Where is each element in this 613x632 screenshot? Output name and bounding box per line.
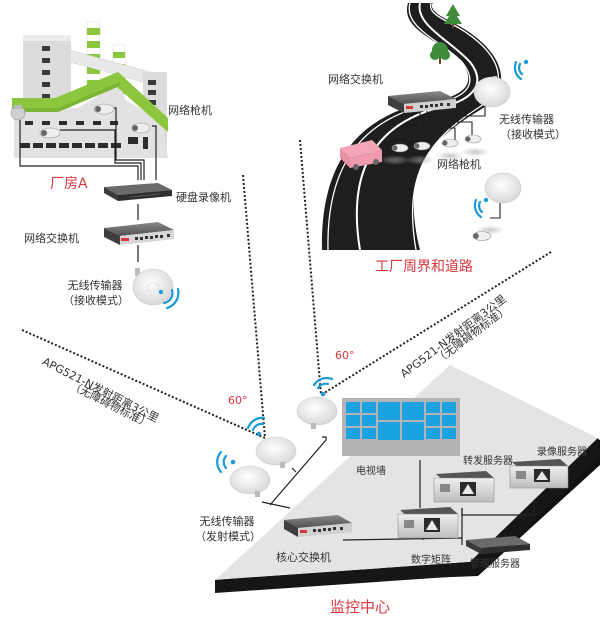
camera-shadow <box>460 147 490 157</box>
perimeter-road <box>321 2 502 251</box>
transmitter-dish <box>255 436 297 468</box>
core-network-switch <box>284 515 352 537</box>
perimeter-wireless-mode: （接收模式） <box>500 128 566 141</box>
factory-camera-label: 网络枪机 <box>168 104 212 117</box>
forward-server-label: 转发服务器 <box>463 456 513 467</box>
digital-matrix <box>397 507 459 539</box>
factory-bullet-camera <box>39 127 61 139</box>
right-link-angle: 60° <box>335 349 355 362</box>
camera-shadow <box>435 151 465 161</box>
record-server <box>509 459 569 489</box>
transmitter-mode: （发射模式） <box>195 530 261 543</box>
wifi-signal-icon <box>216 450 236 474</box>
factory-wireless-receiver <box>132 268 174 306</box>
perimeter-wireless-receiver <box>473 76 511 108</box>
perimeter-bullet-camera <box>441 138 459 148</box>
forward-server <box>433 471 495 503</box>
monitoring-center-title: 监控中心 <box>330 598 391 616</box>
perimeter-network-switch <box>388 91 456 113</box>
wifi-signal-icon <box>312 376 334 397</box>
tv-wall-screens <box>346 402 456 440</box>
truck-icon <box>340 140 382 170</box>
perimeter-wireless-receiver <box>484 172 522 204</box>
record-server-label: 录像服务器 <box>537 447 587 458</box>
transmitter-dish <box>296 396 338 429</box>
nvr-device <box>104 183 172 201</box>
perimeter-switch-label: 网络交换机 <box>328 73 383 86</box>
factory-network-switch <box>104 222 174 245</box>
factory-a-building <box>12 21 168 158</box>
camera-shadow <box>405 155 435 165</box>
core-switch-label: 核心交换机 <box>276 551 331 564</box>
wifi-signal-icon <box>513 59 529 81</box>
factory-wireless-label: 无线传输器 <box>67 279 123 292</box>
tv-wall-label: 电视墙 <box>356 466 386 477</box>
factory-dome-camera <box>10 105 26 121</box>
perimeter-wireless-label: 无线传输器 <box>499 113 554 126</box>
perimeter-bullet-camera <box>413 141 431 151</box>
perimeter-bullet-camera <box>472 231 492 241</box>
factory-cables <box>19 107 157 262</box>
transmitter-cables <box>261 436 327 509</box>
perimeter-title: 工厂周界和道路 <box>375 259 473 275</box>
perimeter-camera-label: 网络枪机 <box>437 158 481 171</box>
factory-bullet-camera <box>93 103 115 115</box>
digital-matrix-label: 数字矩阵 <box>411 555 451 566</box>
perimeter-bullet-camera <box>391 143 409 153</box>
factory-wireless-mode: （接收模式） <box>63 294 129 307</box>
transmitter-label: 无线传输器 <box>199 515 255 528</box>
wifi-signal-icon <box>158 287 180 310</box>
factory-bullet-camera <box>131 122 151 134</box>
wifi-signal-icon <box>473 197 489 219</box>
left-link-angle: 60° <box>228 394 248 407</box>
camera-shadow <box>380 155 410 165</box>
center-cables <box>342 460 535 545</box>
tv-wall <box>342 398 460 456</box>
tree-icon <box>430 42 450 64</box>
perimeter-bullet-camera <box>464 134 482 144</box>
management-server <box>466 536 530 554</box>
tree-icon <box>444 4 462 28</box>
nvr-label: 硬盘录像机 <box>176 191 231 204</box>
factory-a-title: 厂房A <box>50 176 88 192</box>
factory-switch-label: 网络交换机 <box>24 232 79 245</box>
wifi-signal-icon <box>246 416 266 437</box>
transmission-beam-lines <box>21 139 552 439</box>
transmitter-dish <box>229 465 271 497</box>
management-server-label: 管理服务器 <box>470 559 520 570</box>
